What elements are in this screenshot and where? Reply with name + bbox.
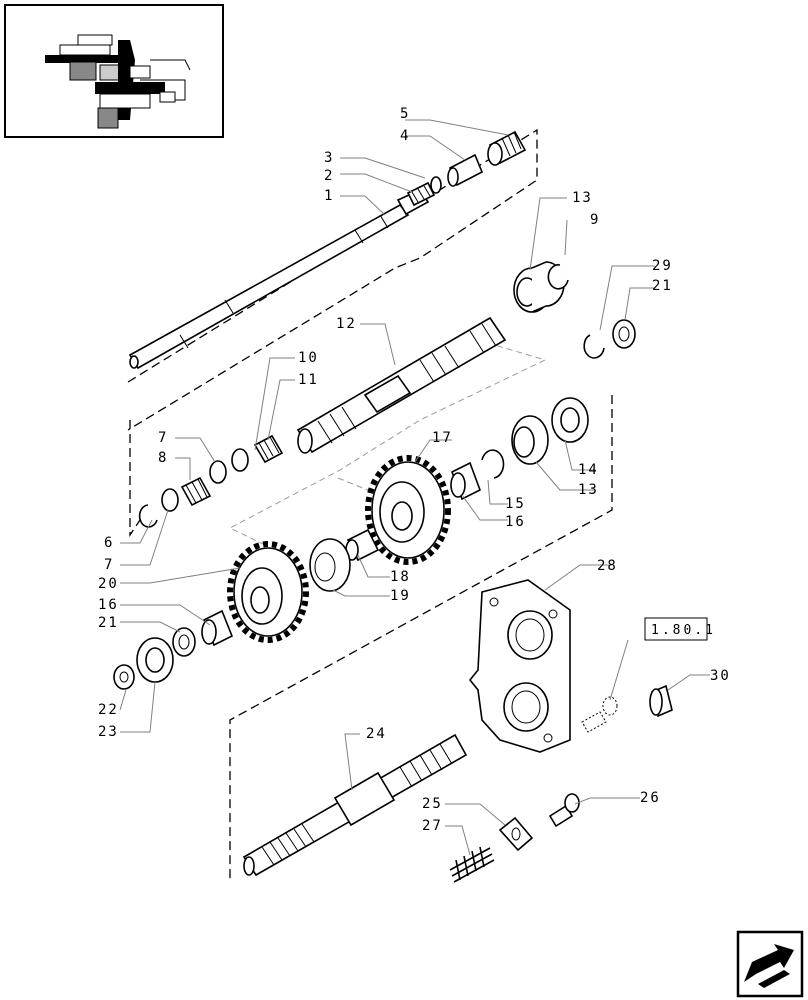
part-16-bushing-upper[interactable] [450,461,481,501]
callout-numbers: 5 4 3 2 1 13 9 29 21 12 10 11 7 8 17 14 … [98,106,731,834]
callout-30: 30 [710,668,731,684]
part-25-detent-plate[interactable] [498,816,534,852]
part-13-bearing-lower[interactable] [511,415,549,465]
locator-thumbnail[interactable] [4,4,224,138]
gear-alignment-path-upper [228,339,547,546]
callout-21-upper: 21 [652,278,673,294]
callout-5: 5 [400,106,410,122]
part-7-washer-upper[interactable] [209,460,227,484]
callout-24: 24 [366,726,387,742]
callout-9: 9 [590,212,600,228]
callout-1: 1 [324,188,334,204]
callout-19: 19 [390,588,411,604]
part-7-washer-lower[interactable] [161,488,179,512]
part-19-synchronizer-hub[interactable] [309,538,351,592]
callout-16-lower: 16 [98,597,119,613]
callout-29: 29 [652,258,673,274]
part-8-needle-bearing[interactable] [180,476,212,507]
part-20-gear[interactable] [227,541,309,643]
callout-20: 20 [98,576,119,592]
part-11-needle-bearing[interactable] [253,434,284,464]
callout-27: 27 [422,818,443,834]
part-14-bearing[interactable] [551,397,589,443]
callout-18: 18 [390,569,411,585]
reference-box[interactable]: 1.80.1 [644,617,716,641]
callout-12: 12 [336,316,357,332]
callout-28: 28 [597,558,618,574]
callout-11: 11 [298,372,319,388]
part-27-spring[interactable] [449,846,495,883]
callout-13-lower: 13 [578,482,599,498]
part-15-snap-ring[interactable] [481,449,505,479]
part-12-countershaft[interactable] [296,316,507,454]
callout-10: 10 [298,350,319,366]
middle-group-boundary [129,420,141,538]
callout-22: 22 [98,702,119,718]
part-17-gear[interactable] [365,455,451,565]
part-24-output-shaft[interactable] [242,733,468,877]
part-4-collar[interactable] [447,153,484,187]
callout-23: 23 [98,724,119,740]
part-10-snap-ring[interactable] [231,448,249,472]
part-16-bushing-lower[interactable] [201,609,234,647]
part-21-washer-lower[interactable] [172,627,196,657]
part-29-snap-ring[interactable] [583,334,605,359]
callout-3: 3 [324,150,334,166]
reference-bolt[interactable] [581,696,618,733]
reference-box-label: 1.80.1 [651,623,716,638]
callout-7-lower: 7 [104,557,114,573]
part-5-splined-hub[interactable] [487,130,527,166]
part-9-snap-ring[interactable] [547,264,569,290]
callout-13-upper: 13 [572,190,593,206]
part-23-bearing[interactable] [136,637,174,683]
callout-17: 17 [432,430,453,446]
gear-alignment-path-lower [337,477,381,496]
part-21-washer-upper[interactable] [612,319,636,349]
callout-26: 26 [640,790,661,806]
part-28-housing-plate[interactable] [468,579,571,753]
callout-14: 14 [578,462,599,478]
callout-7-upper: 7 [158,430,168,446]
callout-25: 25 [422,796,443,812]
thumbnail-transmission-image [45,34,191,129]
callout-2: 2 [324,168,334,184]
callout-21-lower: 21 [98,615,119,631]
part-3-snap-ring[interactable] [430,176,442,194]
leader-lines [119,119,710,856]
part-30-cap[interactable] [649,684,673,718]
callout-16-upper: 16 [505,514,526,530]
part-1-shaft[interactable] [128,188,430,370]
callout-4: 4 [400,128,410,144]
part-6-snap-ring[interactable] [138,504,158,528]
part-22-nut[interactable] [113,664,135,690]
part-26-screw[interactable] [548,793,580,828]
callout-15: 15 [505,496,526,512]
lower-group-boundary [229,395,613,880]
callout-6: 6 [104,535,114,551]
next-page-arrow-icon[interactable] [736,930,804,998]
callout-8: 8 [158,450,168,466]
part-2-needle-bearing[interactable] [406,181,436,207]
